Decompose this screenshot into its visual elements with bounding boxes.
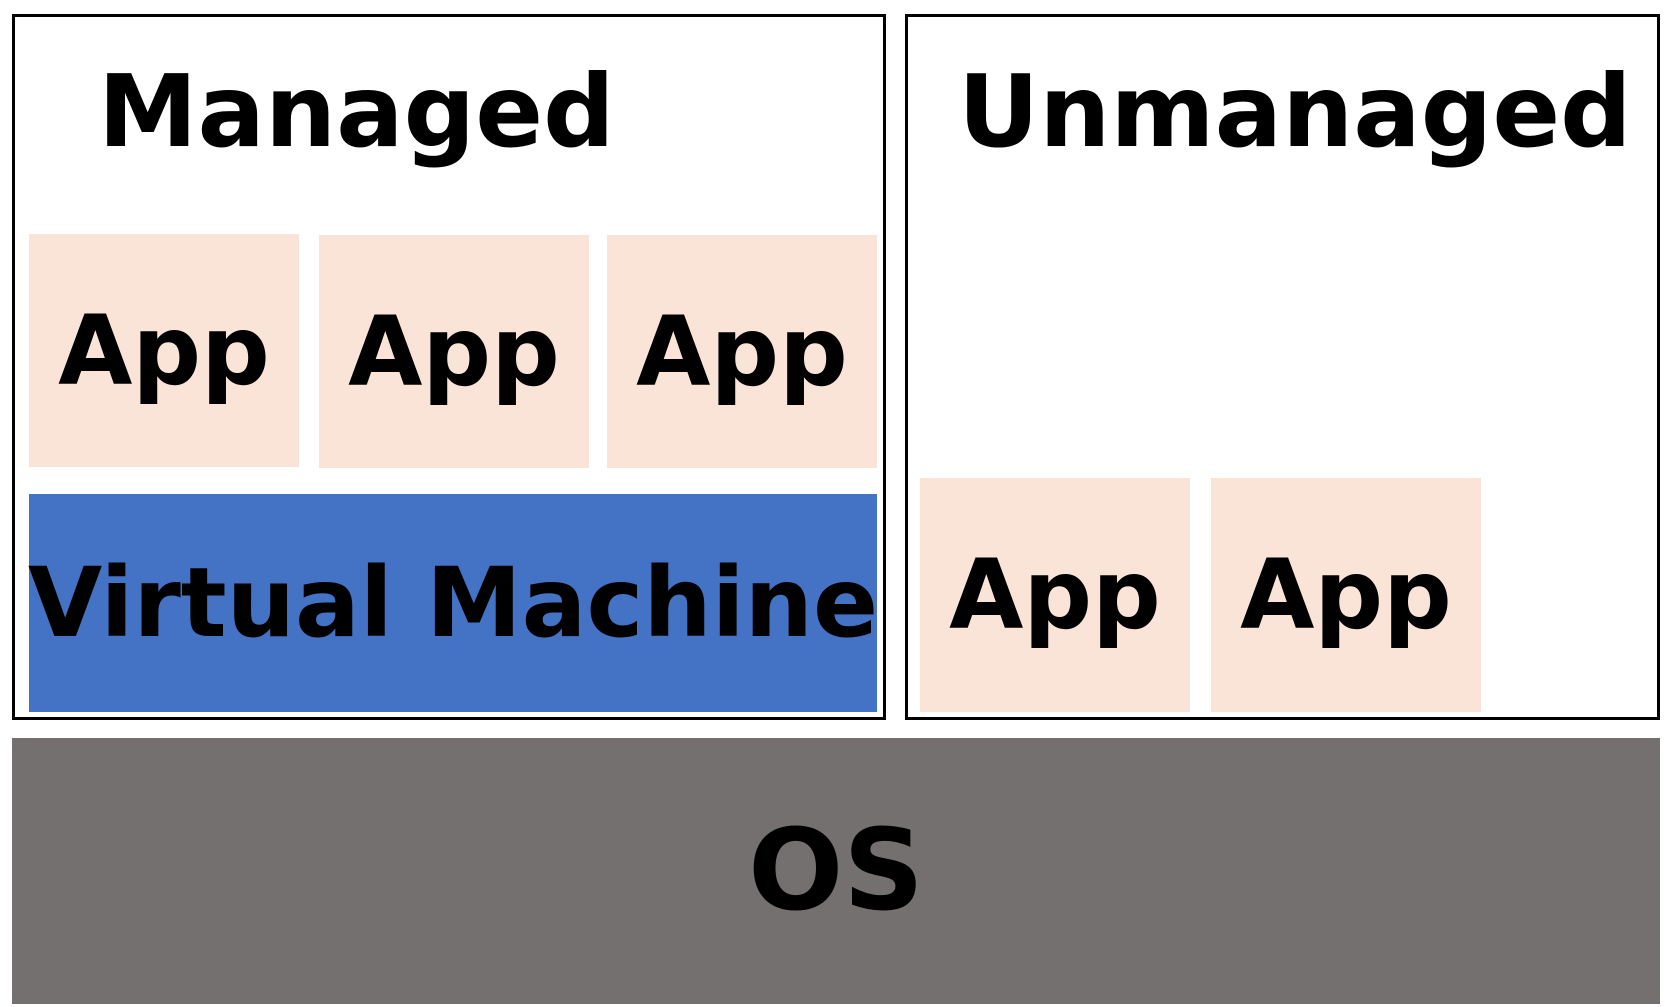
managed-title: Managed xyxy=(98,53,615,170)
unmanaged-panel: Unmanaged App App xyxy=(905,14,1660,720)
unmanaged-title: Unmanaged xyxy=(958,53,1632,170)
managed-app-box: App xyxy=(607,235,877,468)
app-label: App xyxy=(949,539,1161,651)
app-label: App xyxy=(348,295,560,408)
unmanaged-app-box: App xyxy=(920,478,1190,712)
managed-panel: Managed App App App Virtual Machine xyxy=(12,14,886,720)
unmanaged-app-box: App xyxy=(1211,478,1481,712)
os-bar: OS xyxy=(12,738,1660,1004)
managed-app-box: App xyxy=(29,234,299,467)
virtual-machine-label: Virtual Machine xyxy=(27,547,879,659)
virtual-machine-box: Virtual Machine xyxy=(27,494,879,712)
app-label: App xyxy=(58,294,270,407)
app-label: App xyxy=(636,295,848,408)
app-label: App xyxy=(1240,539,1452,651)
os-label: OS xyxy=(748,806,924,936)
managed-app-box: App xyxy=(319,235,589,468)
